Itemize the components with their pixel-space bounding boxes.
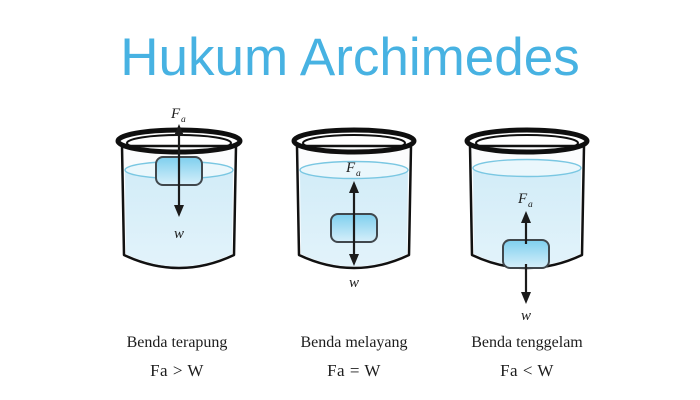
buoyancy-arrowhead [521,211,531,223]
buoyancy-arrowhead [174,124,184,136]
buoyant-force-label: F [170,106,181,122]
beaker-caption-neutral: Benda melayang [300,334,408,351]
weight-label: w [349,275,359,291]
beaker-caption-sunken: Benda tenggelam [471,334,583,351]
beaker-formula-floating: Fa > W [150,361,204,380]
buoyant-force-label: F [345,160,356,176]
buoyant-force-subscript: a [356,169,361,179]
weight-label: w [174,226,184,242]
beaker-neutral: F a w [291,127,417,291]
buoyant-force-label: F [517,191,528,207]
beaker-floating: F a w [115,106,243,270]
buoyant-force-subscript: a [181,115,186,125]
beaker-caption-floating: Benda terapung [126,334,228,351]
beaker-formula-sunken: Fa < W [500,361,554,380]
buoyant-force-subscript: a [528,200,533,210]
weight-arrowhead [349,254,359,266]
rim-inner [302,134,406,152]
water-surface [299,160,409,180]
page-title: Hukum Archimedes [120,28,580,87]
water-surface [472,158,582,178]
weight-arrowhead [521,292,531,304]
beaker-sunken: F a w [464,127,590,324]
weight-arrowhead [174,205,184,217]
buoyancy-arrowhead [349,181,359,193]
rim-inner [475,134,579,152]
beaker-formula-neutral: Fa = W [327,361,381,380]
water [125,170,233,267]
weight-label: w [521,308,531,324]
object-block [502,239,550,269]
